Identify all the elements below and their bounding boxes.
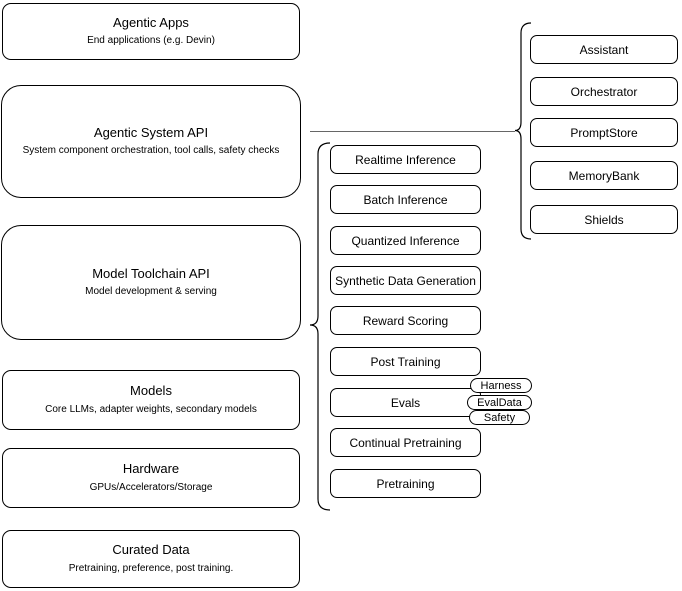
stage-label: Reward Scoring — [362, 313, 449, 328]
connector-line — [310, 131, 515, 132]
node-agentic-system-api: Agentic System API System component orch… — [1, 85, 301, 198]
node-title: Agentic System API — [93, 124, 209, 140]
node-title: Curated Data — [112, 542, 190, 558]
evals-tag-harness: Harness — [470, 378, 532, 393]
component-label: Orchestrator — [570, 84, 638, 99]
component-label: PromptStore — [570, 125, 638, 140]
node-model-toolchain-api: Model Toolchain API Model development & … — [1, 225, 301, 340]
node-agentic-apps: Agentic Apps End applications (e.g. Devi… — [2, 3, 300, 60]
stage-batch-inference: Batch Inference — [330, 185, 481, 214]
evals-tag-safety: Safety — [469, 410, 530, 425]
stage-label: Pretraining — [376, 476, 435, 491]
pill-label: EvalData — [477, 396, 522, 409]
stage-label: Continual Pretraining — [349, 435, 462, 450]
stage-synthetic-data-generation: Synthetic Data Generation — [330, 266, 481, 295]
stage-label: Post Training — [370, 354, 441, 369]
stage-reward-scoring: Reward Scoring — [330, 306, 481, 335]
component-shields: Shields — [530, 205, 678, 234]
right-group-brace — [514, 22, 532, 240]
middle-group-brace — [309, 142, 331, 511]
node-title: Hardware — [122, 461, 180, 477]
stage-label: Batch Inference — [363, 192, 448, 207]
node-title: Models — [130, 383, 172, 399]
node-curated-data: Curated Data Pretraining, preference, po… — [2, 530, 300, 588]
node-subtitle: End applications (e.g. Devin) — [87, 35, 215, 47]
node-subtitle: Core LLMs, adapter weights, secondary mo… — [45, 403, 257, 415]
component-label: Shields — [584, 212, 624, 227]
stage-quantized-inference: Quantized Inference — [330, 226, 481, 255]
node-subtitle: Model development & serving — [85, 286, 217, 298]
stage-label: Evals — [390, 395, 421, 410]
evals-tag-evaldata: EvalData — [467, 395, 532, 410]
node-subtitle: GPUs/Accelerators/Storage — [89, 481, 213, 493]
stage-pretraining: Pretraining — [330, 469, 481, 498]
stage-label: Realtime Inference — [355, 152, 456, 167]
node-models: Models Core LLMs, adapter weights, secon… — [2, 370, 300, 430]
stage-evals: Evals — [330, 388, 481, 417]
pill-label: Safety — [483, 411, 516, 424]
component-label: Assistant — [579, 42, 629, 57]
component-assistant: Assistant — [530, 35, 678, 64]
node-title: Agentic Apps — [113, 14, 189, 30]
node-title: Model Toolchain API — [92, 265, 210, 281]
stage-continual-pretraining: Continual Pretraining — [330, 428, 481, 457]
node-hardware: Hardware GPUs/Accelerators/Storage — [2, 448, 300, 508]
pill-label: Harness — [480, 379, 522, 392]
stage-post-training: Post Training — [330, 347, 481, 376]
stage-label: Quantized Inference — [351, 233, 460, 248]
component-orchestrator: Orchestrator — [530, 77, 678, 106]
node-subtitle: Pretraining, preference, post training. — [68, 562, 234, 574]
component-promptstore: PromptStore — [530, 118, 678, 147]
node-subtitle: System component orchestration, tool cal… — [22, 145, 280, 157]
component-label: MemoryBank — [568, 168, 640, 183]
stage-realtime-inference: Realtime Inference — [330, 145, 481, 174]
stage-label: Synthetic Data Generation — [335, 273, 476, 288]
component-memorybank: MemoryBank — [530, 161, 678, 190]
